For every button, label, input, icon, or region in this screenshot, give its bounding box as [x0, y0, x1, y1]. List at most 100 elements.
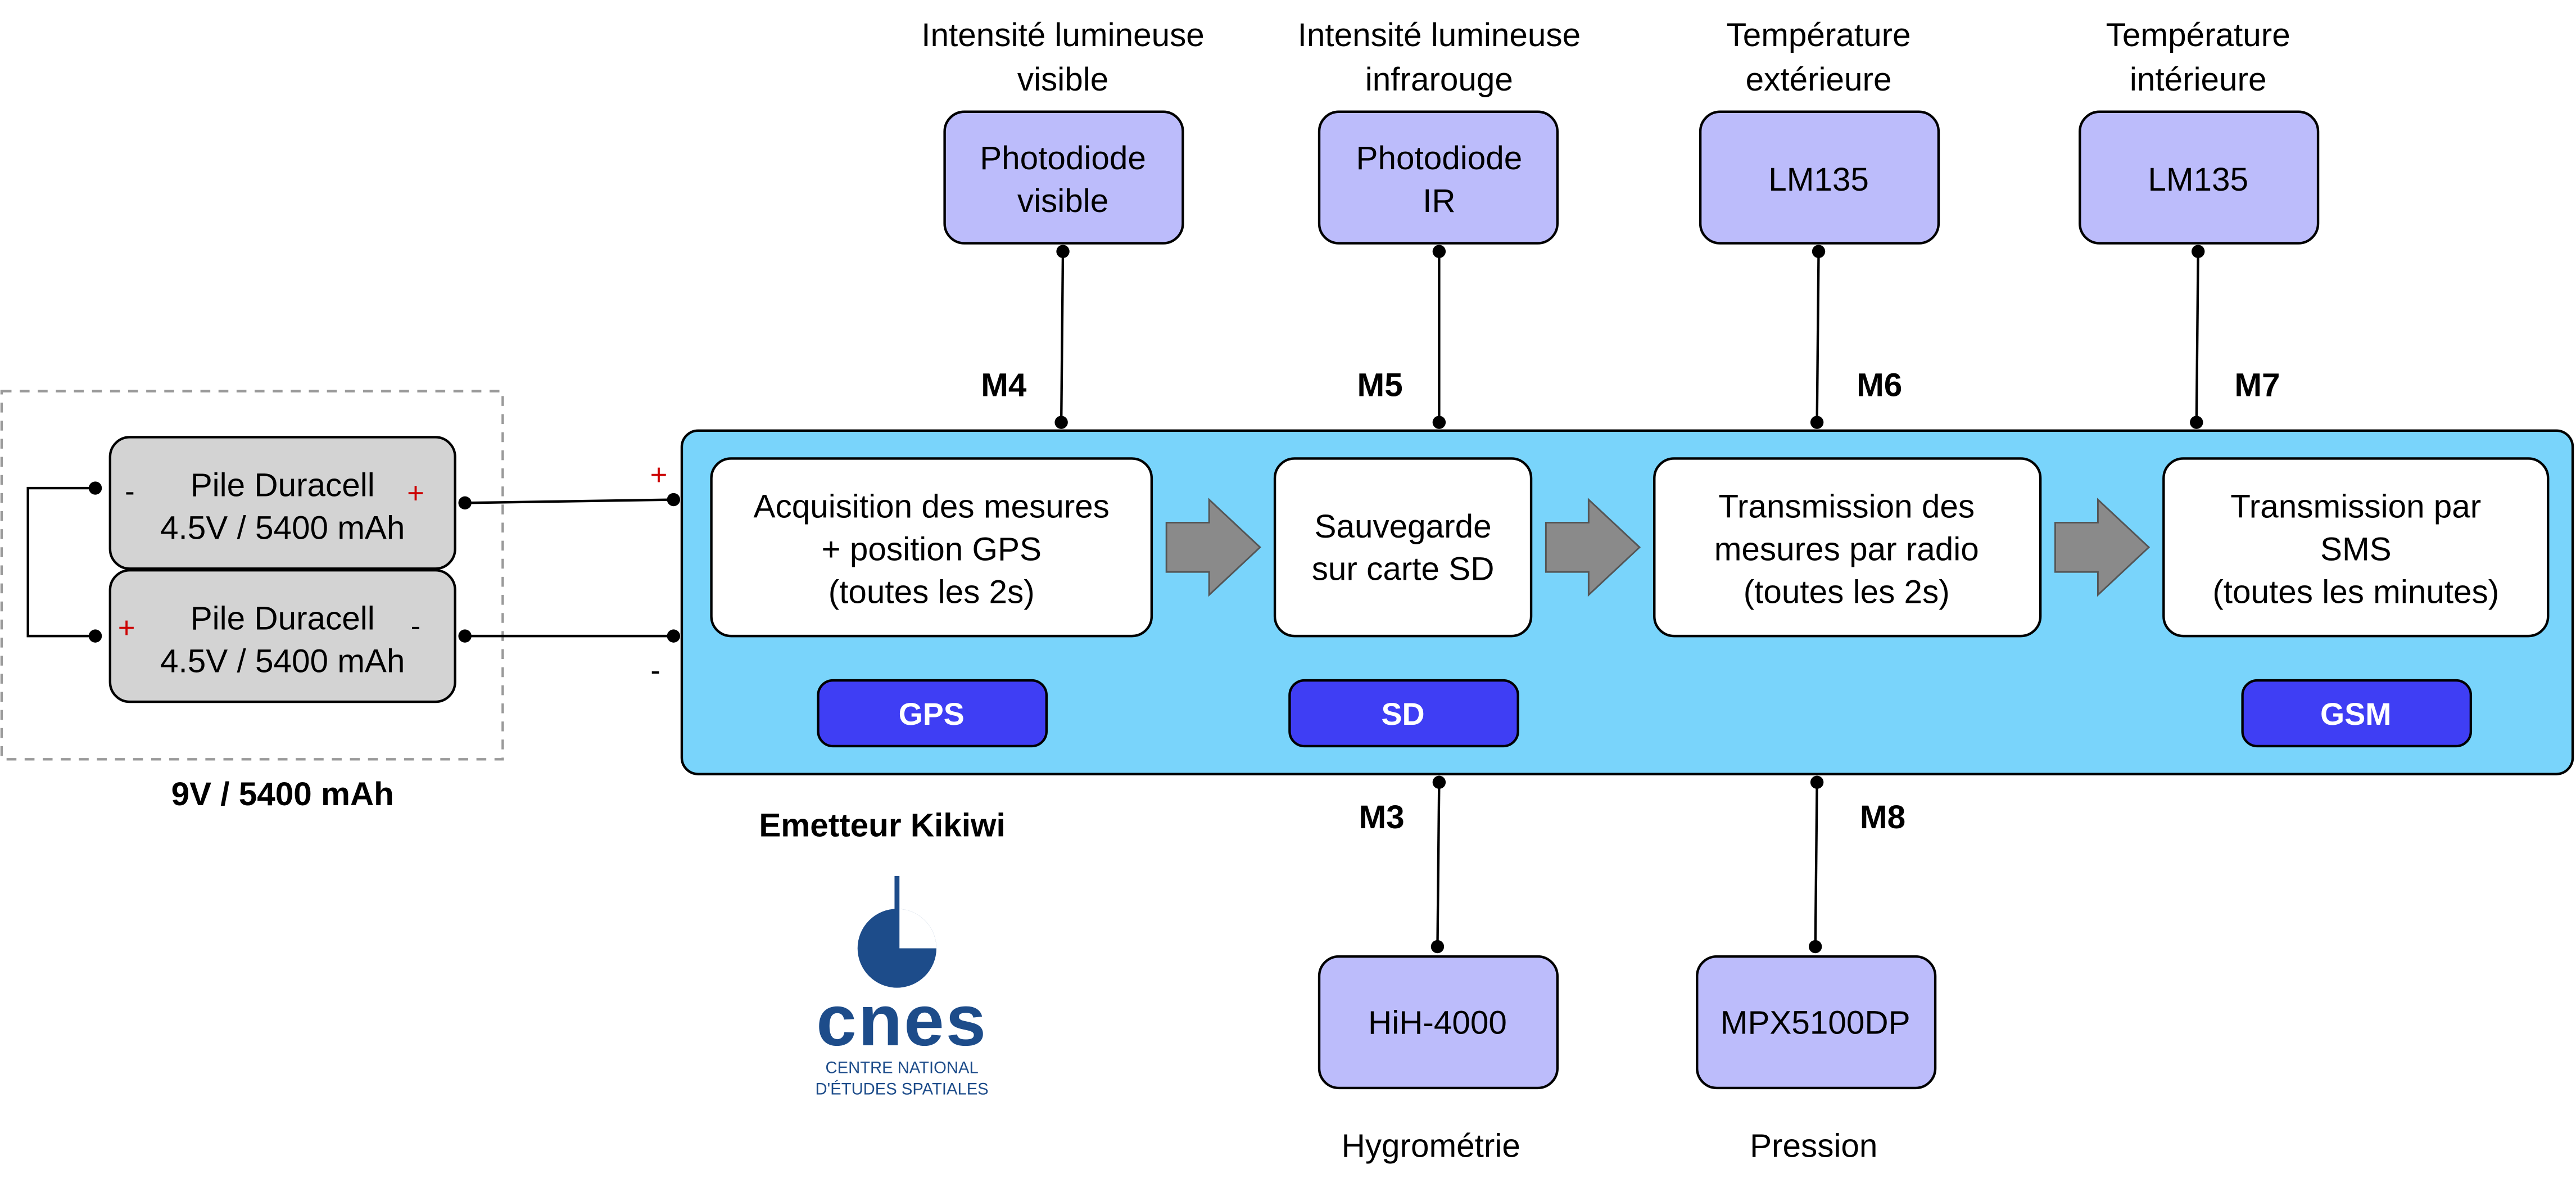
positive-wire [465, 498, 674, 504]
chip-gps: GPS [817, 679, 1048, 748]
stage-radio: Transmission des mesures par radio (tout… [1653, 457, 2042, 638]
terminal-dot [1054, 416, 1068, 429]
stage-radio-line-3: (toutes les 2s) [1744, 574, 1950, 611]
stage-sms-line-1: Transmission par [2230, 489, 2481, 525]
battery-cell-2-rating: 4.5V / 5400 mAh [160, 643, 405, 679]
terminal-dot [2192, 245, 2205, 258]
supply-wires: + - [458, 458, 681, 687]
sensor-caption-line-2: intérieure [2130, 61, 2267, 98]
sensor-caption: Hygrométrie [1342, 1128, 1520, 1165]
sensor-pressure: M8 MPX5100DP Pression [1696, 775, 1937, 1165]
sensor-hygrometry: M3 HiH-4000 Hygrométrie [1318, 775, 1559, 1165]
sensor-name-line-1: Photodiode [980, 140, 1146, 177]
terminal-dot [1432, 416, 1446, 429]
battery-cell-1-rating: 4.5V / 5400 mAh [160, 510, 405, 547]
series-link-wire [26, 486, 96, 638]
port-label: M3 [1359, 799, 1404, 836]
sensor-box [1318, 110, 1559, 245]
chip-gsm-box [2241, 679, 2473, 748]
battery-cell-1 [108, 436, 456, 570]
cnes-logo-line-1: CENTRE NATIONAL [826, 1059, 979, 1077]
emitter-label: Emetteur Kikiwi [759, 807, 1005, 844]
supply-plus-sign: + [650, 458, 668, 491]
battery-pack-outline [0, 390, 504, 761]
sensor-caption-line-2: visible [1017, 61, 1108, 98]
stage-radio-line-2: mesures par radio [1714, 531, 1979, 568]
sensor-box [943, 110, 1184, 245]
terminal-dot [458, 496, 472, 510]
stage-acquisition-line-3: (toutes les 2s) [829, 574, 1035, 611]
sensor-caption-line-1: Température [1727, 17, 1911, 53]
sensor-wire [2195, 251, 2199, 423]
sensor-box [1696, 955, 1937, 1090]
stage-radio-line-1: Transmission des [1718, 489, 1975, 525]
stage-radio-box [1653, 457, 2042, 638]
sensor-visible-photodiode: Intensité lumineuse visible Photodiode v… [921, 17, 1205, 429]
cnes-logo-quadrant [897, 909, 936, 949]
terminal-dot [88, 629, 102, 643]
flow-arrow-2 [1545, 498, 1641, 597]
sensor-name: HiH-4000 [1368, 1004, 1507, 1041]
cnes-logo: cnes CENTRE NATIONAL D'ÉTUDES SPATIALES [816, 875, 989, 1099]
stage-sd-save-line-2: sur carte SD [1312, 551, 1495, 588]
stage-sms-box [2162, 457, 2550, 638]
chip-gsm-label: GSM [2320, 697, 2391, 732]
sensor-ir-photodiode: Intensité lumineuse infrarouge Photodiod… [1298, 17, 1581, 429]
sensor-name-line-2: IR [1423, 183, 1455, 219]
sensor-wire [1814, 782, 1818, 947]
sensor-caption-line-2: extérieure [1746, 61, 1892, 98]
stage-sms-line-2: SMS [2320, 531, 2392, 568]
stage-sd-save: Sauvegarde sur carte SD [1273, 457, 1533, 638]
battery-pack: Pile Duracell 4.5V / 5400 mAh Pile Durac… [0, 390, 504, 813]
terminal-dot [458, 629, 472, 643]
battery-cell-2-minus: - [411, 610, 421, 643]
sensor-name: MPX5100DP [1721, 1004, 1911, 1041]
battery-cell-2-plus: + [118, 611, 135, 644]
cnes-logo-line-2: D'ÉTUDES SPATIALES [816, 1080, 989, 1099]
battery-cell-1-minus: - [125, 475, 135, 508]
sensor-name-line-2: visible [1017, 183, 1108, 219]
battery-cell-1-plus: + [407, 476, 424, 509]
battery-total-label: 9V / 5400 mAh [171, 776, 394, 813]
port-label: M4 [981, 367, 1027, 403]
terminal-dot [1812, 245, 1826, 258]
flow-arrow-3 [2054, 498, 2151, 597]
terminal-dot [1432, 245, 1446, 258]
sensor-box [1699, 110, 1940, 245]
stage-sms-line-3: (toutes les minutes) [2212, 574, 2499, 611]
stage-acquisition-line-1: Acquisition des mesures [754, 489, 1110, 525]
port-label: M5 [1357, 367, 1403, 403]
terminal-dot [1809, 940, 1822, 954]
stage-acquisition: Acquisition des mesures + position GPS (… [710, 457, 1153, 638]
sensor-caption-line-1: Intensité lumineuse [921, 17, 1205, 53]
stage-acquisition-line-2: + position GPS [822, 531, 1042, 568]
chip-gps-box [817, 679, 1048, 748]
chip-sd-box [1288, 679, 1519, 748]
sensor-wire [1436, 782, 1441, 947]
sensor-caption-line-1: Température [2106, 17, 2290, 53]
terminal-dot [1810, 775, 1824, 789]
chip-gsm: GSM [2241, 679, 2473, 748]
chip-gps-label: GPS [899, 697, 965, 732]
sensor-wire [1060, 251, 1065, 423]
sensor-caption-line-1: Intensité lumineuse [1298, 17, 1581, 53]
sensor-name: LM135 [1768, 161, 1869, 198]
sensor-caption: Pression [1750, 1128, 1877, 1165]
sensor-name-line-1: Photodiode [1356, 140, 1523, 177]
sensor-box [1318, 955, 1559, 1090]
sensor-wire [1816, 251, 1820, 423]
stage-sms: Transmission par SMS (toutes les minutes… [2162, 457, 2550, 638]
stage-acquisition-box [710, 457, 1153, 638]
sensor-caption-line-2: infrarouge [1365, 61, 1513, 98]
battery-cell-1-name: Pile Duracell [191, 467, 375, 504]
terminal-dot [2190, 416, 2203, 429]
cnes-logo-wordmark: cnes [816, 981, 988, 1061]
port-label: M7 [2234, 367, 2280, 403]
terminal-dot [1432, 775, 1446, 789]
sensor-outdoor-temperature: Température extérieure LM135 M6 [1699, 17, 1940, 429]
battery-cell-2 [108, 569, 456, 703]
stage-sd-save-box [1273, 457, 1533, 638]
flow-arrow-1 [1165, 498, 1261, 597]
